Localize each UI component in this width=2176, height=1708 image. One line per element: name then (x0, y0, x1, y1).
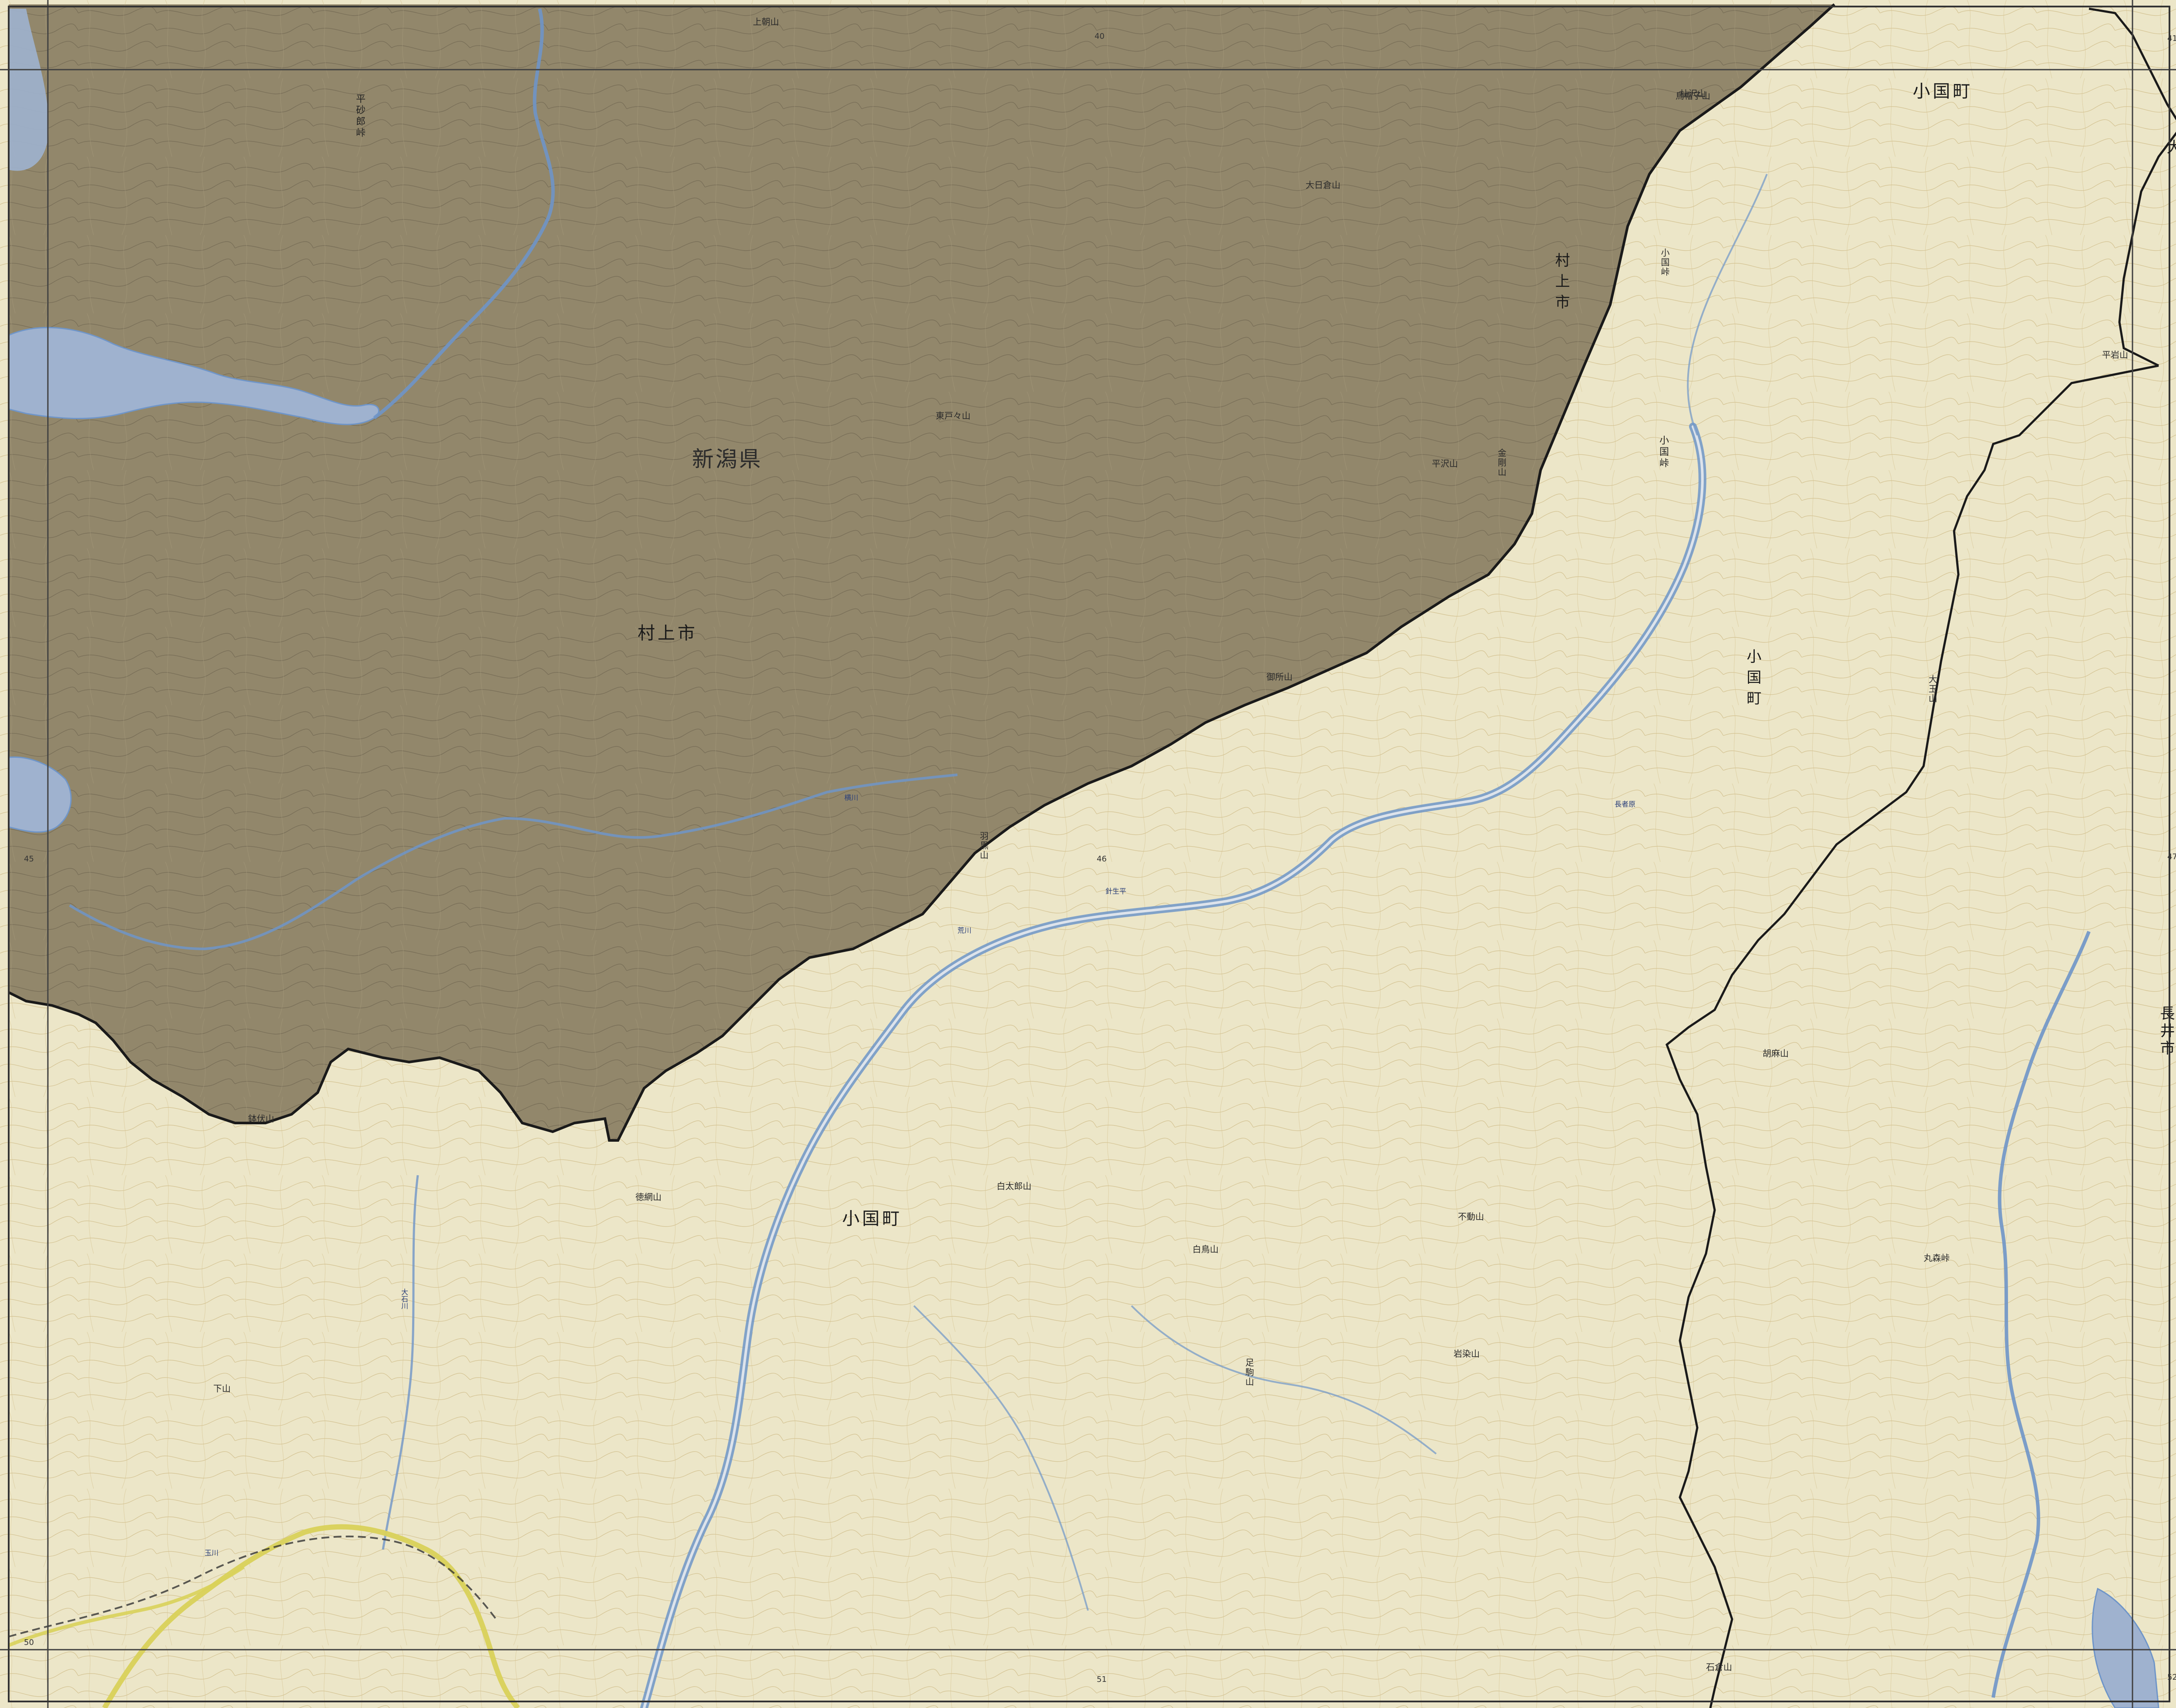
river-label-arakawa: 荒川 (957, 926, 972, 935)
peak-label-soma: 杣沢山 (1680, 88, 1706, 99)
reservoir-lake (8, 327, 379, 425)
peak-label-ashikoma: 足駒山 (1244, 1358, 1254, 1387)
pass-label-oguni: 小国峠 (1658, 435, 1669, 469)
boundary-oguni-nagai (1666, 364, 2159, 1708)
grid-label-40: 40 (1095, 32, 1105, 41)
upper-left-water (9, 9, 49, 171)
grid-label-52: 52 (2167, 1673, 2176, 1682)
peak-label-oguni-pass: 小国峠 (1659, 248, 1670, 277)
peak-label-tokuami: 徳網山 (635, 1192, 662, 1202)
east-lake (2092, 1587, 2159, 1708)
peak-label-iwazome: 岩染山 (1454, 1348, 1480, 1359)
niigata-river (373, 8, 555, 420)
river-label-tamagawa: 玉川 (205, 1549, 219, 1557)
grid-label-50: 50 (24, 1638, 34, 1647)
river-label-chojahara: 長者原 (1615, 800, 1636, 808)
grid-label-41: 41 (2167, 34, 2176, 43)
peak-label-ohyaji: 大日倉山 (1306, 180, 1340, 190)
peak-label-fudou: 不動山 (1458, 1211, 1484, 1222)
peak-label-shiratori: 白鳥山 (1192, 1244, 1219, 1254)
peak-label-goma: 胡麻山 (1763, 1048, 1789, 1059)
niigata-shaded-region (9, 4, 1834, 1140)
peak-label-gosyo: 御所山 (1266, 672, 1293, 682)
main-river-core (643, 425, 1704, 1708)
peak-label-daigyoku: 大玉山 (1927, 675, 1938, 703)
tributary-d (1687, 174, 1768, 436)
tributary-b (1131, 1305, 1437, 1455)
peak-label-torikabuto: 鳥帽子山 (1676, 91, 1710, 101)
boundary-right-ridge (2118, 131, 2176, 367)
peak-label-hirasawa: 平沢山 (1432, 458, 1458, 469)
prefecture-label-niigata: 新潟県 (692, 447, 762, 472)
secondary-road (8, 1565, 245, 1647)
tributary-c (913, 1305, 1089, 1611)
peak-label-haguro: 羽黒山 (978, 831, 989, 860)
peak-label-marumori: 丸森峠 (1924, 1253, 1950, 1263)
peak-label-kongou: 金剛山 (1496, 448, 1507, 477)
edge-label-dai: 大 (2164, 139, 2176, 157)
town-label-oguni-center: 小国町 (842, 1209, 902, 1229)
peak-label-kamino: 上朝山 (753, 17, 779, 27)
river-label-oishi: 大石川 (400, 1288, 408, 1309)
city-label-nagai: 長井市 (2157, 1005, 2175, 1058)
boundary-niigata-yamagata (8, 3, 1836, 1142)
reservoir-lake-lower (8, 756, 72, 833)
city-label-murakami-boundary: 村上市 (1552, 252, 1570, 315)
grid-label-47: 47 (2167, 852, 2176, 861)
niigata-river-2 (69, 773, 958, 951)
peak-label-hachibuse: 鉢伏山 (248, 1113, 274, 1124)
peak-label-hiraiwa: 平岩山 (2102, 350, 2128, 360)
grid-label-45: 45 (24, 854, 34, 864)
town-label-oguni-right: 小国町 (1744, 649, 1761, 711)
map-frame (8, 6, 2170, 1702)
town-label-oguni-top-right: 小国町 (1913, 81, 1973, 101)
river-label-yokokawa: 横川 (844, 793, 859, 802)
peak-label-ishikura: 石倉山 (1706, 1662, 1732, 1672)
grid-label-51: 51 (1097, 1675, 1107, 1684)
tributary-a (382, 1175, 419, 1550)
river-label-hariubira: 針生平 (1105, 887, 1127, 895)
east-river (1991, 931, 2091, 1698)
peak-label-shimoyama: 下山 (213, 1383, 231, 1394)
peak-label-shirotaro: 白太郎山 (997, 1181, 1031, 1191)
city-label-murakami-center: 村上市 (638, 623, 698, 643)
peak-label-higashitoto: 東戸々山 (936, 410, 970, 421)
grid-label-46: 46 (1097, 854, 1107, 864)
pass-label-heisaro: 平砂郎峠 (354, 94, 365, 139)
rail-line (8, 1535, 497, 1637)
